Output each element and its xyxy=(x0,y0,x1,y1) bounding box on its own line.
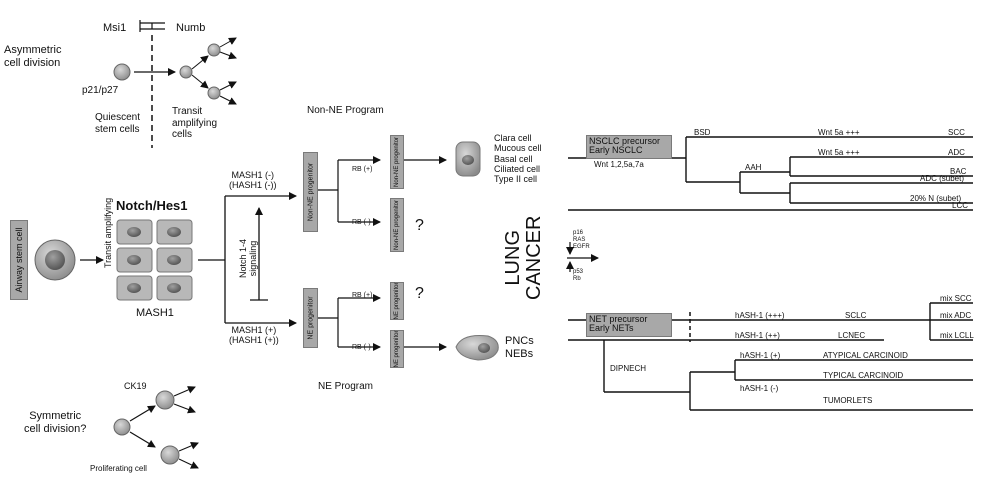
adc-subset-label: ADC (subet) xyxy=(920,174,965,183)
quiescent-stem-cells-label: Quiescent stem cells xyxy=(95,112,141,135)
net-precursor-box: NET precursor Early NETs xyxy=(586,313,672,337)
notch-signaling-arrow xyxy=(250,207,268,301)
n-subset-label: 20% N (subet) xyxy=(910,194,962,203)
wnt-1-2-5a-7a-label: Wnt 1,2,5a,7a xyxy=(594,160,644,169)
mash1-label: MASH1 xyxy=(136,307,174,319)
hash1-plus-label: hASH-1 (+) xyxy=(740,351,781,360)
ne-progenitor-label: NE progenitor xyxy=(307,296,314,340)
ne-progenitor-rb-neg-label: NE progenitor xyxy=(394,330,400,368)
ne-program-label: NE Program xyxy=(318,381,374,392)
aah-label: AAH xyxy=(745,163,762,172)
transit-cell-lower xyxy=(207,86,221,100)
transit-amplifying-cell-grid xyxy=(116,219,193,301)
mash1-negative-label: MASH1 (-) (HASH1 (-)) xyxy=(229,170,277,191)
hash1-negative-label: hASH-1 (-) xyxy=(740,384,779,393)
non-ne-progenitor-rb-pos-label: Non-NE progenitor xyxy=(394,136,400,188)
asymmetric-division-label: Asymmetric cell division xyxy=(4,44,62,69)
rb-positive-non-ne: RB (+) xyxy=(352,166,373,173)
hash1-3plus-label: hASH-1 (+++) xyxy=(735,311,785,320)
atypical-carcinoid-label: ATYPICAL CARCINOID xyxy=(823,351,908,360)
dipnech-label: DIPNECH xyxy=(610,364,647,373)
rb-positive-ne: RB (+) xyxy=(352,292,373,299)
non-ne-progenitor-rb-neg-label: Non-NE progenitor xyxy=(394,199,400,251)
mix-adc-label: mix ADC xyxy=(940,311,972,320)
msi1-label: Msi1 xyxy=(103,22,127,34)
transit-amplifying-cells-label: Transit amplifying cells xyxy=(172,106,218,140)
question-mark-ne: ? xyxy=(415,285,424,302)
non-ne-progenitor-rb-neg-box: Non-NE progenitor xyxy=(390,198,404,252)
non-ne-program-label: Non-NE Program xyxy=(307,105,384,116)
msi1-numb-inhibition xyxy=(139,20,165,32)
mix-scc-label: mix SCC xyxy=(940,294,972,303)
transit-cell xyxy=(179,65,193,79)
bsd-label: BSD xyxy=(694,128,711,137)
non-ne-differentiated-cell xyxy=(455,141,481,177)
rb-negative-non-ne: RB (-) xyxy=(352,219,371,226)
ck19-label: CK19 xyxy=(124,381,147,391)
transit-amplifying-label: Transit amplifying xyxy=(103,197,113,268)
mash1-positive-label: MASH1 (+) (HASH1 (+)) xyxy=(229,325,279,346)
hash1-2plus-label: hASH-1 (++) xyxy=(735,331,780,340)
airway-stem-cell-box: Airway stem cell xyxy=(10,220,28,300)
notch-hes1-label: Notch/Hes1 xyxy=(116,198,188,213)
markers-downregulated: p53 Rb xyxy=(573,269,584,282)
symmetric-cell xyxy=(113,418,131,436)
ne-progenitor-rb-pos-label: NE progenitor xyxy=(394,282,400,320)
question-mark-non-ne: ? xyxy=(415,217,424,234)
ne-progenitor-box: NE progenitor xyxy=(303,288,318,348)
sclc-label: SCLC xyxy=(845,311,867,320)
transit-cell-upper xyxy=(207,43,221,57)
marker-arrows xyxy=(566,242,599,272)
notch-signaling-label: Notch 1-4 signaling xyxy=(238,238,259,278)
lcc-label: LCC xyxy=(952,201,969,210)
airway-stem-cell-label: Airway stem cell xyxy=(14,227,24,293)
proliferating-cell-label: Proliferating cell xyxy=(90,464,147,473)
daughter-cell-lower xyxy=(160,445,180,465)
airway-stem-cell-nucleus xyxy=(45,250,65,270)
non-ne-progenitor-rb-pos-box: Non-NE progenitor xyxy=(390,135,404,189)
typical-carcinoid-label: TYPICAL CARCINOID xyxy=(823,371,904,380)
rb-negative-ne: RB (-) xyxy=(352,344,371,351)
symmetric-division-label: Symmetric cell division? xyxy=(24,410,87,435)
non-ne-cell-types: Clara cell Mucous cell Basal cell Ciliat… xyxy=(494,133,542,185)
non-ne-progenitor-label: Non-NE progenitor xyxy=(307,162,314,222)
quiescent-stem-cell xyxy=(113,63,131,81)
adc-label: ADC xyxy=(948,148,965,157)
ne-differentiated-cell xyxy=(455,335,499,361)
tumorlets-label: TUMORLETS xyxy=(823,396,873,405)
lung-cancer-label: LUNG CANCER xyxy=(502,215,545,300)
scc-label: SCC xyxy=(948,128,965,137)
p21-p27-label: p21/p27 xyxy=(82,85,119,96)
numb-label: Numb xyxy=(176,22,206,34)
daughter-cell-upper xyxy=(155,390,175,410)
non-ne-progenitor-box: Non-NE progenitor xyxy=(303,152,318,232)
ne-progenitor-rb-pos-box: NE progenitor xyxy=(390,282,404,320)
net-tree-lines xyxy=(568,302,973,411)
progenitor-branch-lines xyxy=(198,192,297,327)
mix-lcll-label: mix LCLL xyxy=(940,331,974,340)
lcnec-label: LCNEC xyxy=(838,331,866,340)
markers-upregulated: p16 RAS EGFR xyxy=(573,230,590,250)
wnt5a-scc-label: Wnt 5a +++ xyxy=(818,128,860,137)
nsclc-precursor-box: NSCLC precursor Early NSCLC xyxy=(586,135,672,159)
pncs-nebs-label: PNCs NEBs xyxy=(505,335,534,360)
wnt5a-adc-label: Wnt 5a +++ xyxy=(818,148,860,157)
bac-label: BAC xyxy=(950,167,967,176)
ne-progenitor-rb-neg-box: NE progenitor xyxy=(390,330,404,368)
